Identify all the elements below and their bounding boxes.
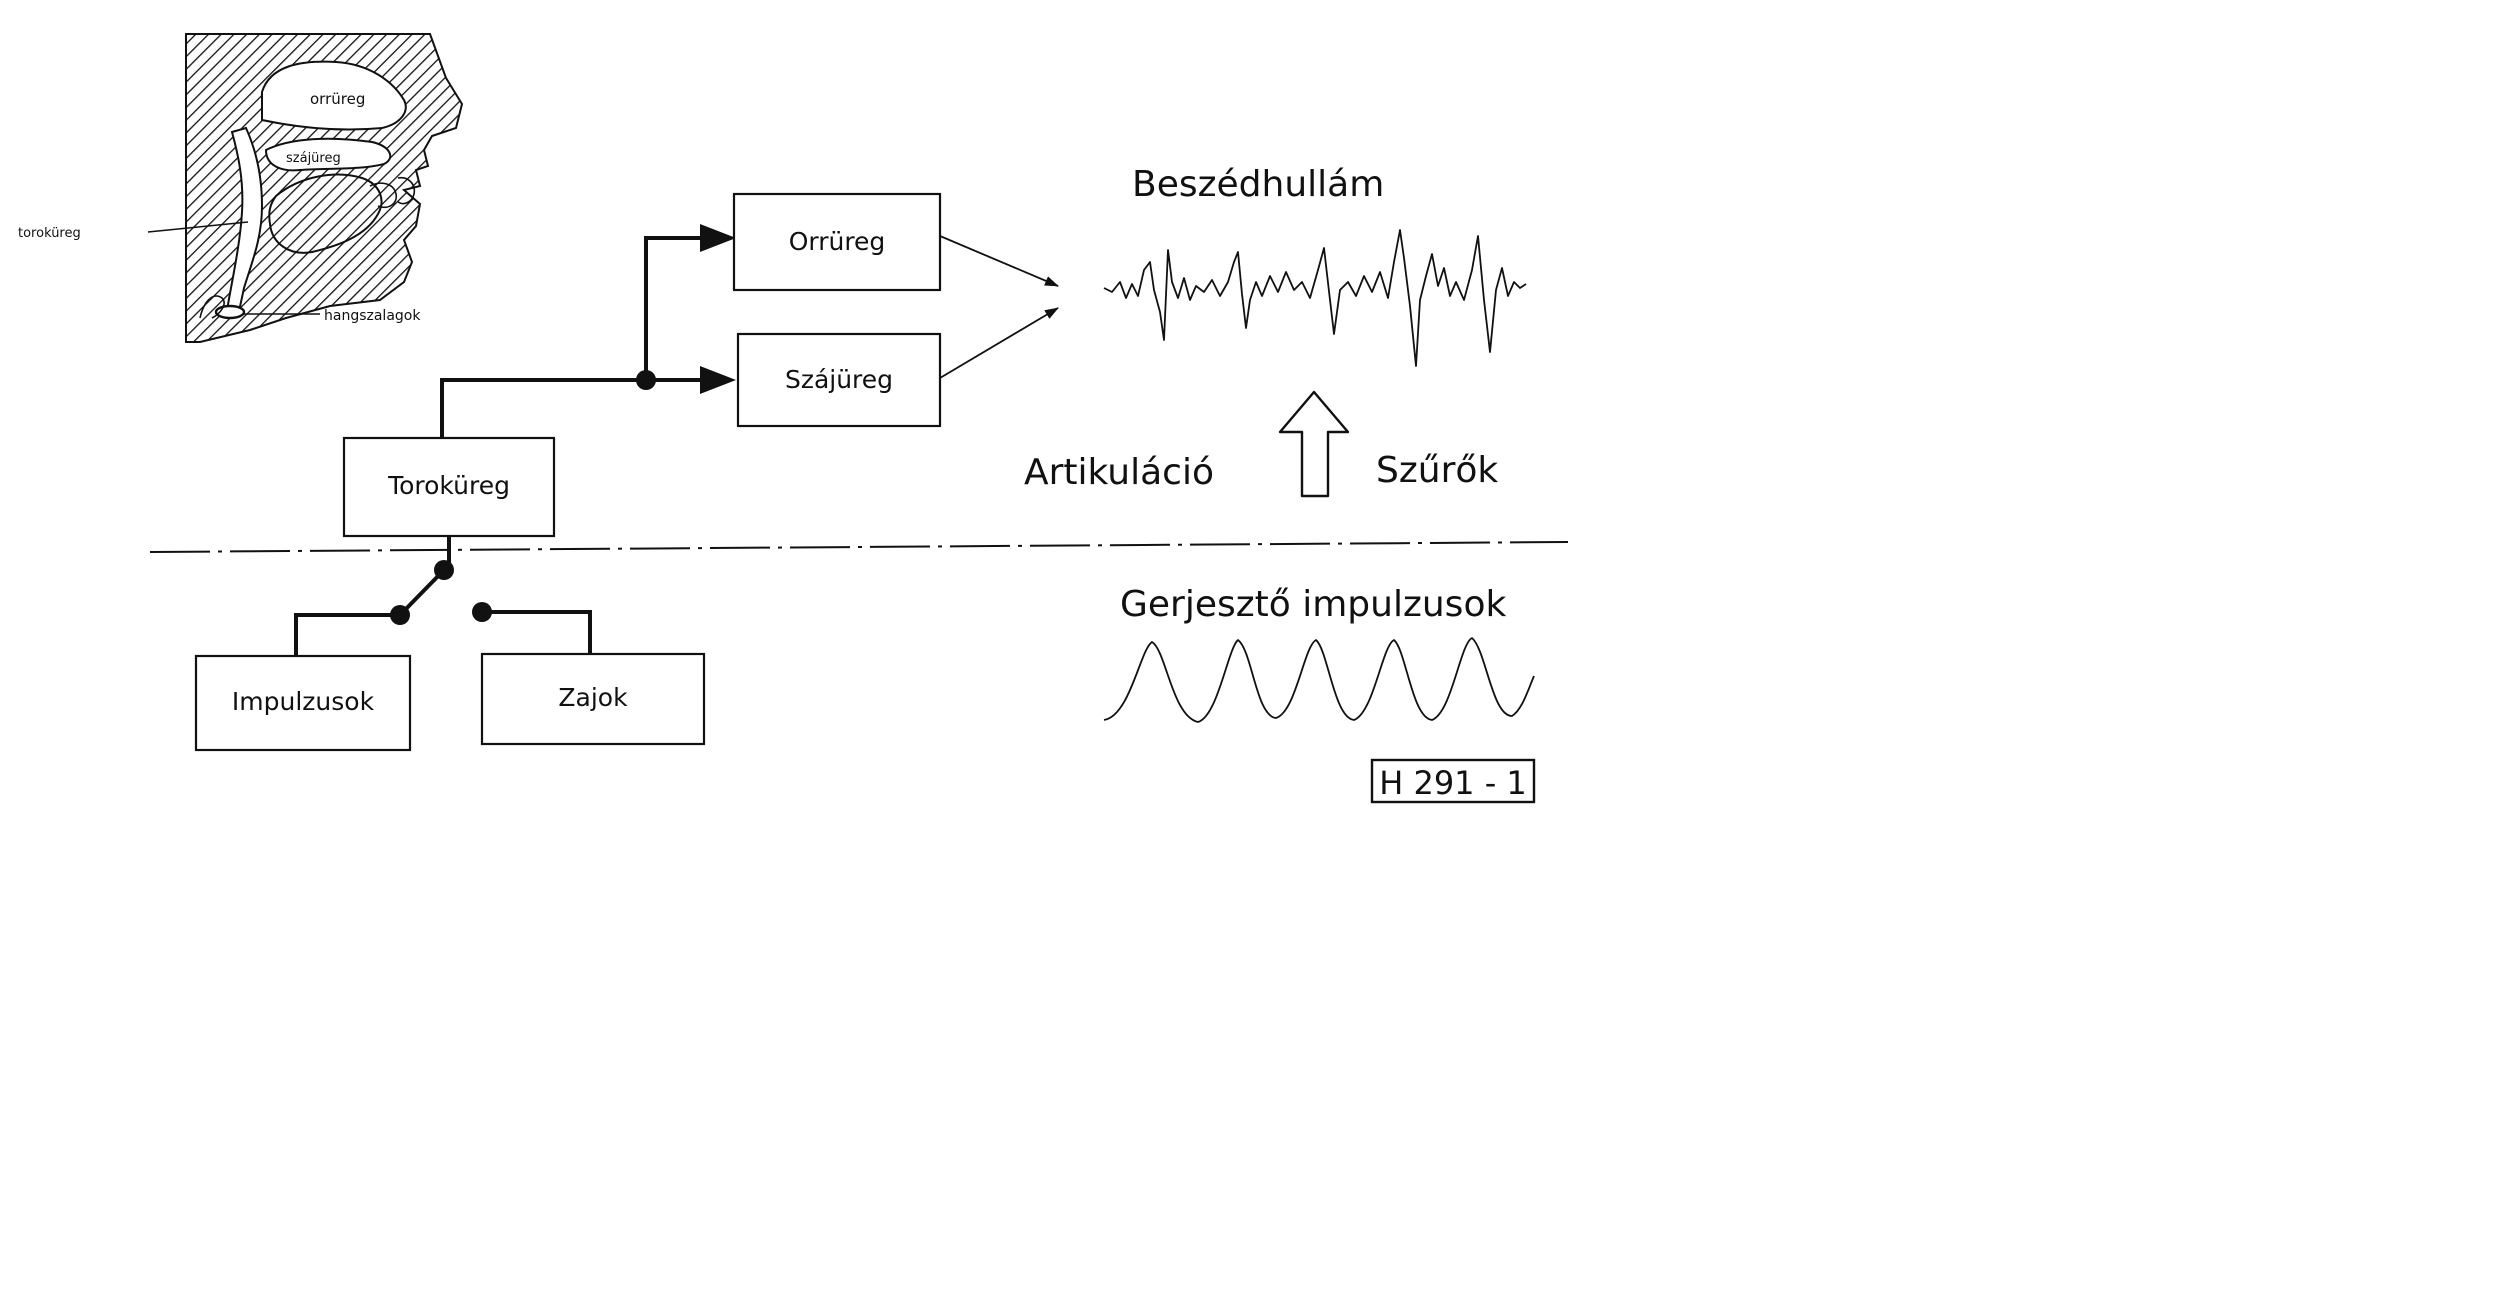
junction-dot <box>636 370 656 390</box>
oral-cavity-shape <box>264 137 392 172</box>
noise-box-label: Zajok <box>558 683 628 712</box>
nasal-cavity-label: orrüreg <box>310 90 365 108</box>
oral-cavity-label: szájüreg <box>286 151 341 166</box>
filter-source-separator <box>149 541 1568 553</box>
pharynx-box <box>342 436 556 538</box>
noise-box <box>480 652 706 746</box>
arrowhead-oral <box>700 366 736 394</box>
nasal-cavity-shape <box>261 60 407 131</box>
nasal-cavity-box-label: Orrüreg <box>789 227 886 256</box>
pharynx-label: toroküreg <box>18 226 81 241</box>
arrowhead-nasal <box>700 224 736 252</box>
nasal-cavity-box <box>732 192 942 292</box>
noise-wire <box>482 610 592 654</box>
block-diagram: Orrüreg Szájüreg Toroküreg Impulzusok Za… <box>149 192 1568 752</box>
vocal-cords-label: hangszalagok <box>324 308 421 324</box>
articulation-label: Artikuláció <box>1024 452 1214 493</box>
teeth-detail <box>369 176 416 209</box>
filters-label: Szűrők <box>1376 450 1498 491</box>
impulses-wire <box>294 613 400 656</box>
figure-id-label: H 291 - 1 <box>1379 764 1527 802</box>
impulses-box <box>194 654 412 752</box>
junction-to-nasal-wire <box>644 236 700 380</box>
oral-cavity-box <box>736 332 942 428</box>
excitation-title: Gerjesztő impulzusok <box>1120 584 1506 625</box>
right-panel: Beszédhullám Artikuláció Szűrők Gerjeszt… <box>1024 164 1536 804</box>
up-arrow-icon <box>1278 390 1350 498</box>
larynx-curl <box>199 295 225 319</box>
oral-output-arrow <box>939 307 1059 379</box>
speech-waveform <box>1103 229 1527 367</box>
pharynx-box-label: Toroküreg <box>387 471 510 500</box>
switch-pivot-dot <box>434 560 454 580</box>
impulses-box-label: Impulzusok <box>232 687 375 716</box>
tongue-shape <box>268 173 383 254</box>
switch-arm <box>398 568 446 617</box>
speech-wave-title: Beszédhullám <box>1132 164 1384 205</box>
nasal-output-arrow <box>939 235 1059 287</box>
oral-cavity-box-label: Szájüreg <box>785 365 893 394</box>
figure-id-box <box>1370 758 1536 804</box>
pharynx-leader-line <box>147 221 249 233</box>
excitation-waveform <box>1103 637 1535 723</box>
speech-production-diagram: orrüreg szájüreg toroküreg hangszalagok … <box>18 33 1568 804</box>
pharynx-to-junction-wire <box>440 378 646 438</box>
vocal-tract-illustration: orrüreg szájüreg toroküreg hangszalagok <box>18 33 464 343</box>
